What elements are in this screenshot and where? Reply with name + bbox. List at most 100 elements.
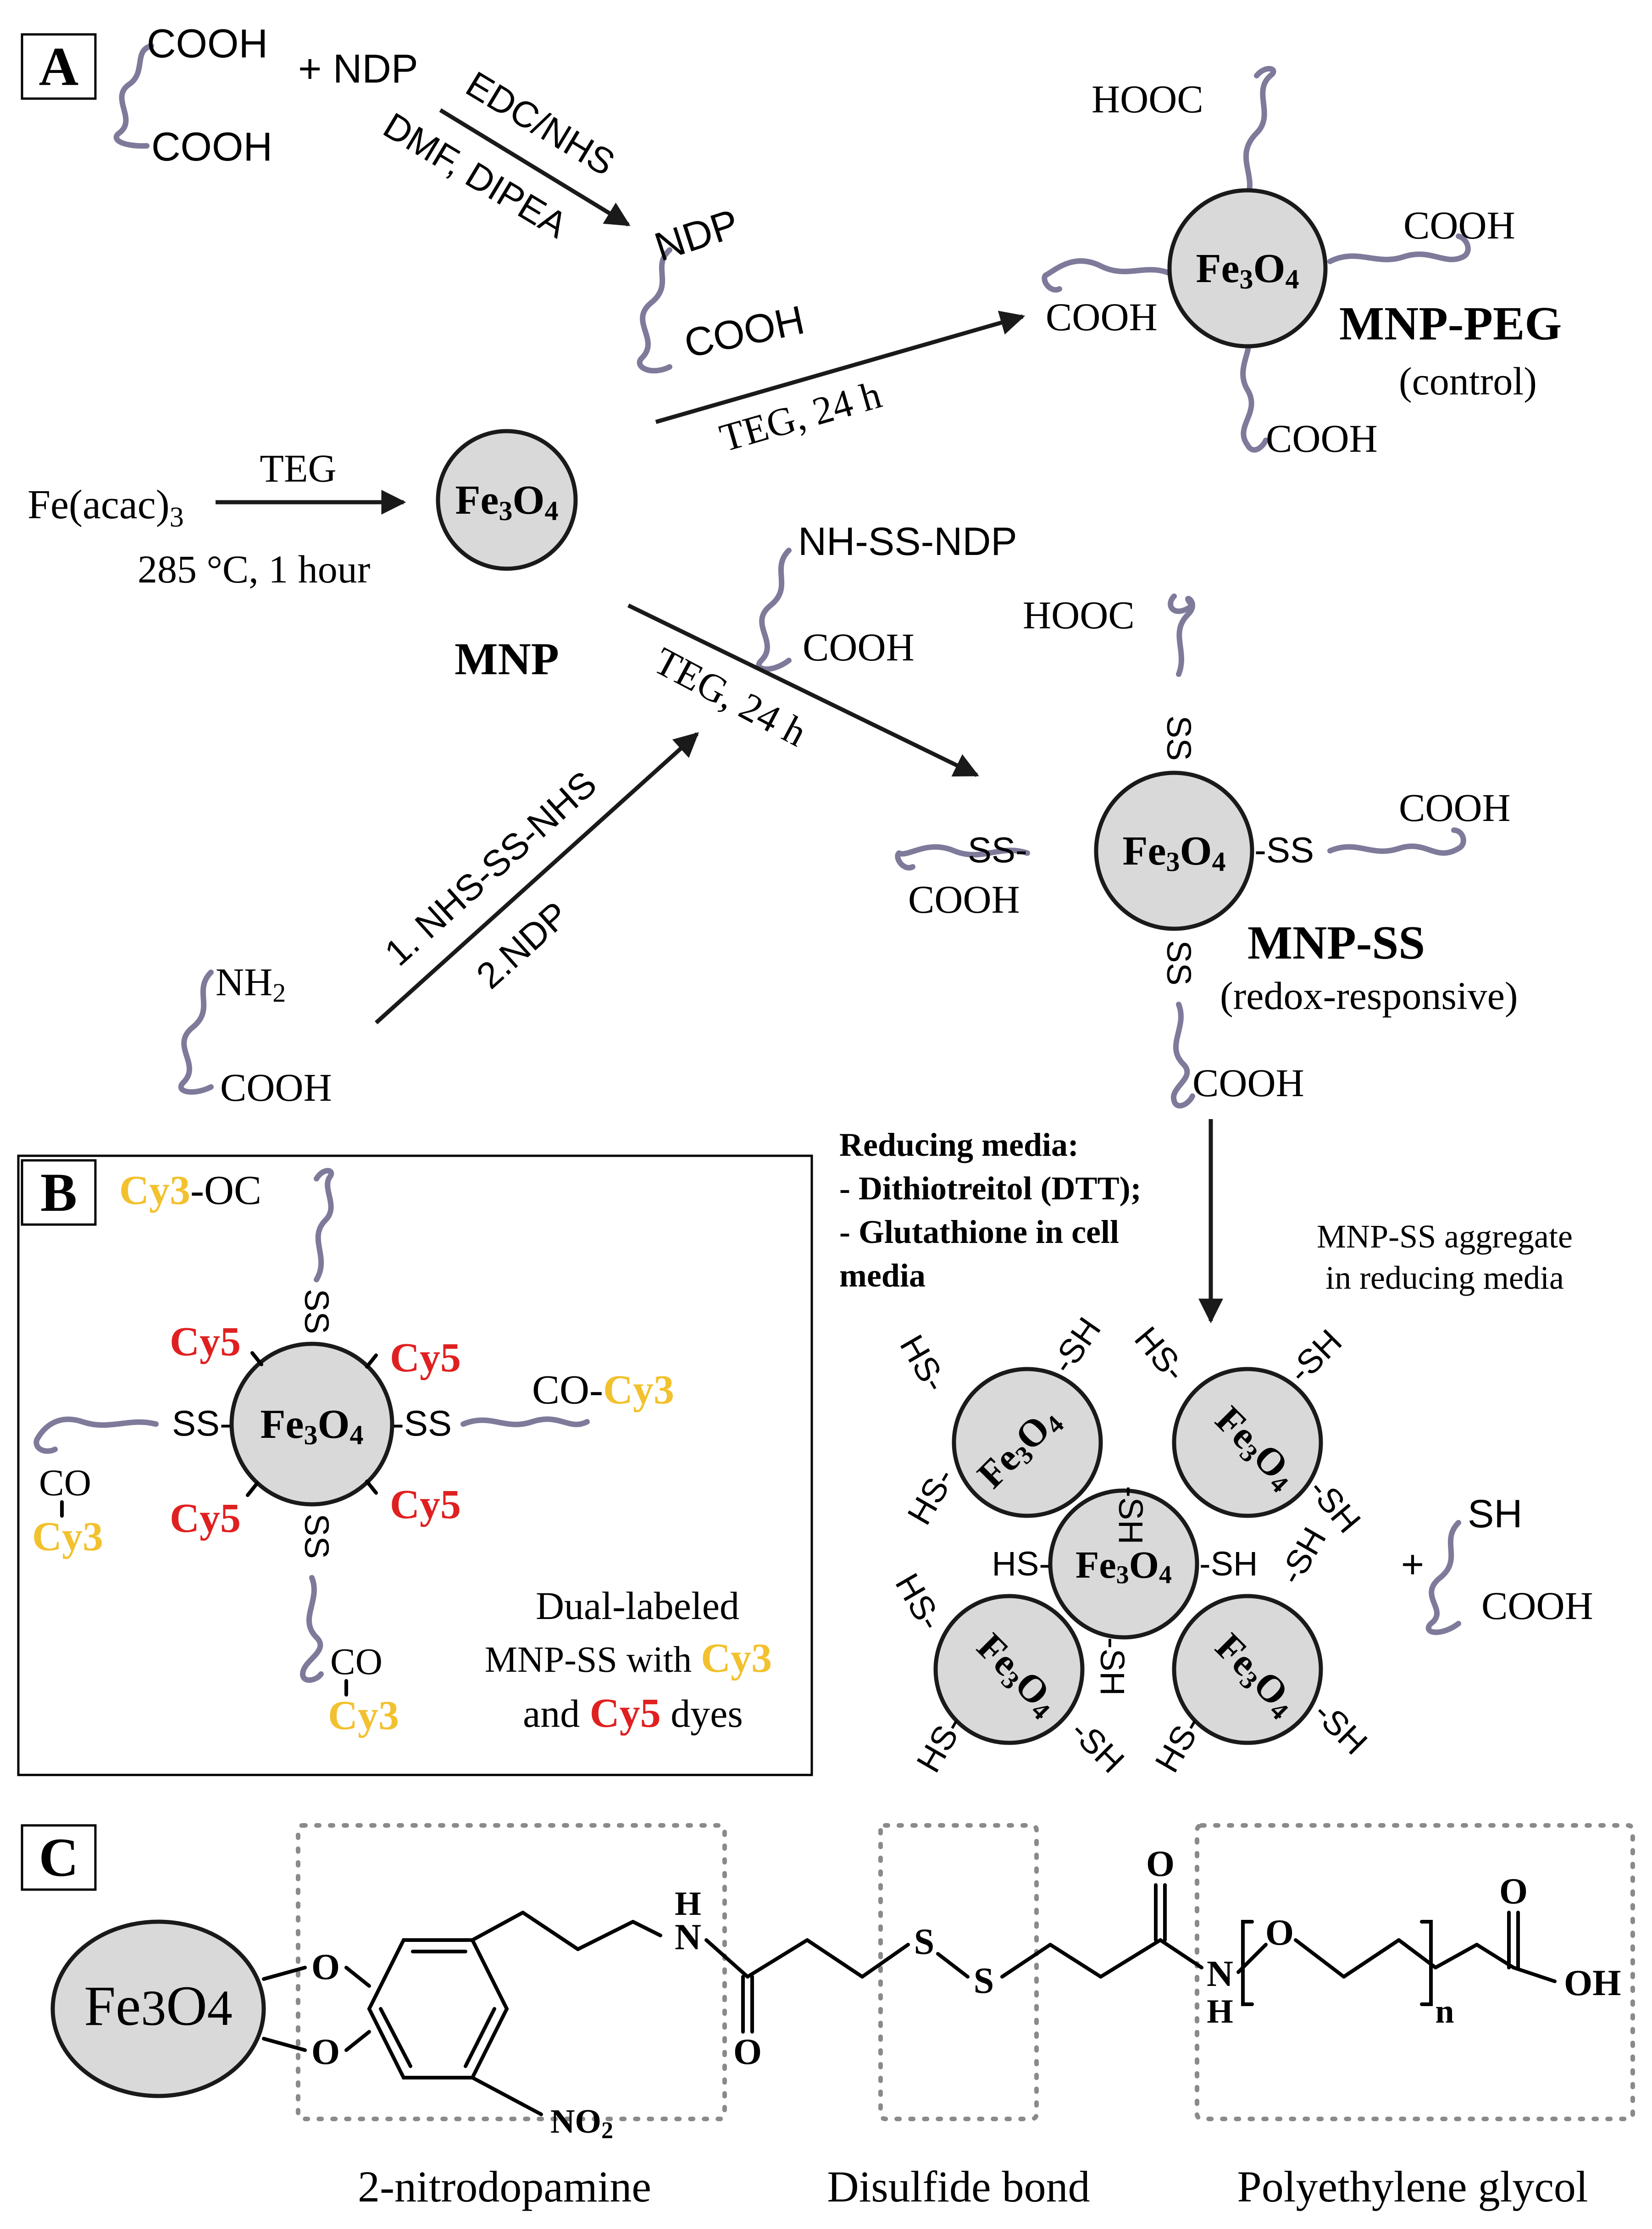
mnp-peg-chain-right (1327, 233, 1471, 264)
nh-ss-ndp-chain (756, 548, 792, 672)
b-ss-bottom: SS (298, 1514, 336, 1559)
reducing-title: Reducing media: (839, 1126, 1079, 1163)
mnp-ss-ss-right: -SS (1254, 830, 1314, 870)
b-fe3o4: Fe3O4 (261, 1402, 364, 1450)
c-no2: NO2 (550, 2103, 613, 2144)
mnp-ss-chain-top (1168, 593, 1195, 677)
c-o-carbonyl1: O (733, 2032, 762, 2072)
reducing-item2: - Glutathione in cell (839, 1214, 1119, 1250)
panel-b-label: B (40, 1162, 77, 1223)
c-chain-11 (1099, 1938, 1162, 1979)
c-label-peg: Polyethylene glycol (1237, 2162, 1588, 2211)
c-bracket-left (1241, 1920, 1254, 2006)
c-chain-2 (521, 1911, 580, 1951)
reducing-item1: - Dithiotreitol (DTT); (839, 1170, 1142, 1207)
peg-chain-start (113, 43, 154, 149)
c-o2-ring (344, 2030, 371, 2052)
mnp-particle: Fe3O4 (436, 429, 578, 571)
c-o-carbonyl2: O (1146, 1844, 1175, 1884)
b-cy3-left: Cy3 (32, 1514, 103, 1559)
teg-label: TEG (260, 446, 336, 490)
mnp-ss-chain-bottom (1170, 1002, 1195, 1109)
mnp-fe3o4: Fe3O4 (455, 477, 559, 526)
mnp-peg-control: (control) (1399, 359, 1537, 403)
b-chain-left (33, 1416, 159, 1454)
b-ss-left: SS- (172, 1403, 232, 1443)
c-o-acid: O (1499, 1871, 1528, 1912)
c-n-amide2: N (1207, 1954, 1233, 1994)
mnp-peg-chain-top (1243, 66, 1276, 200)
sh-9: -SH (1199, 1545, 1258, 1583)
agg-sphere-top-right (1172, 1367, 1323, 1518)
b-ss-right: -SS (392, 1403, 452, 1443)
sh-12: -SH (1093, 1637, 1131, 1696)
c-chain-7 (805, 1938, 864, 1979)
reducing-item3: media (839, 1257, 926, 1294)
step2-label: 2.NDP (469, 894, 577, 997)
b-cy5-top-left: Cy5 (170, 1319, 241, 1364)
nh-ss-ndp-label: NH-SS-NDP (798, 520, 1017, 564)
mnp-label: MNP (455, 633, 559, 684)
panel-b-frame (17, 1154, 813, 1776)
edc-arrow (439, 108, 631, 227)
c-peg-bond-3 (1342, 1938, 1401, 1979)
c-bond-fe-o2 (262, 2037, 307, 2052)
c-peg-bond-1 (1236, 1943, 1268, 1974)
panel-b-label-box (21, 1159, 97, 1226)
sh-4: -SH (1281, 1322, 1349, 1391)
c-h-amide1: H (675, 1885, 701, 1923)
released-peg-chain (1425, 1520, 1461, 1635)
sh-16: -SH (1307, 1694, 1375, 1762)
c-benzene-ring (367, 1938, 509, 2079)
c-ss-bond (936, 1952, 970, 1979)
mnp-ss-label: MNP-SS (1247, 916, 1425, 969)
arrow-to-mnp-ss (627, 603, 979, 777)
c-peg-bond-2 (1294, 1938, 1346, 1979)
b-sphere (229, 1342, 394, 1507)
c-oh: OH (1564, 1963, 1621, 2003)
step1-label: 1. NHS-SS-NHS (377, 763, 604, 974)
c-label-nitrodopamine: 2-nitrodopamine (358, 2162, 651, 2211)
agg-sphere-center (1048, 1488, 1199, 1640)
mnp-peg-chain-bottom (1240, 323, 1269, 453)
mnp-ss-chain-left (895, 844, 1030, 871)
c-chain-9 (1000, 1943, 1052, 1979)
mnp-ss-cooh-right: COOH (1399, 786, 1511, 830)
b-chain-right (460, 1416, 590, 1427)
c-chain-5 (704, 1938, 749, 1979)
cooh-nh2: COOH (220, 1065, 332, 1109)
c-chain-1 (471, 1911, 525, 1942)
agg-sphere-top-left (952, 1367, 1103, 1518)
b-caption-2: MNP-SS with Cy3 (485, 1636, 772, 1681)
box-disulfide (878, 1823, 1039, 2121)
panel-a: A COOH COOH + NDP EDC/NHS DMF, DIPEA NDP… (21, 21, 1562, 1324)
cooh-nh-ss-ndp: COOH (803, 625, 915, 669)
mnp-peg-hooc: HOOC (1092, 77, 1203, 121)
agg-fe3o4-center: Fe3O4 (1075, 1544, 1172, 1589)
mnp-ss-sphere (1094, 771, 1254, 931)
b-cy3-bottom: Cy3 (328, 1693, 399, 1738)
reducing-media: Reducing media: - Dithiotreitol (DTT); -… (839, 1126, 1573, 1296)
b-chain-bottom (300, 1575, 324, 1683)
b-co-left: CO (39, 1462, 91, 1503)
b-cy5-bottom-right: Cy5 (390, 1482, 461, 1527)
teg-24h-upper: TEG, 24 h (715, 372, 886, 460)
mnp-ss-particle: Fe3O4 SS SS SS- -SS (895, 593, 1466, 1109)
arrow-to-mnp-peg (655, 311, 1026, 424)
box-peg (1195, 1823, 1635, 2121)
mnp-ss-hooc: HOOC (1023, 593, 1135, 637)
fe-acac: Fe(acac)3 (28, 482, 184, 533)
released-sh: SH (1468, 1492, 1522, 1536)
sh-14: -SH (1064, 1712, 1132, 1780)
mnp-peg-sphere (1167, 188, 1328, 349)
b-spoke-3 (246, 1482, 259, 1497)
sh-5: -SH (1112, 1486, 1150, 1544)
mnp-peg-particle: Fe3O4 (1042, 66, 1471, 453)
b-spoke-1 (250, 1351, 263, 1366)
c-fe3o4: Fe3O4 (84, 1974, 233, 2037)
b-chain-top (314, 1168, 334, 1282)
aggregate-line1: MNP-SS aggregate (1317, 1218, 1573, 1255)
c-n-repeat: n (1435, 1993, 1454, 2030)
mnp-ss-chain-right (1327, 827, 1466, 856)
sh-8: HS- (992, 1545, 1050, 1583)
